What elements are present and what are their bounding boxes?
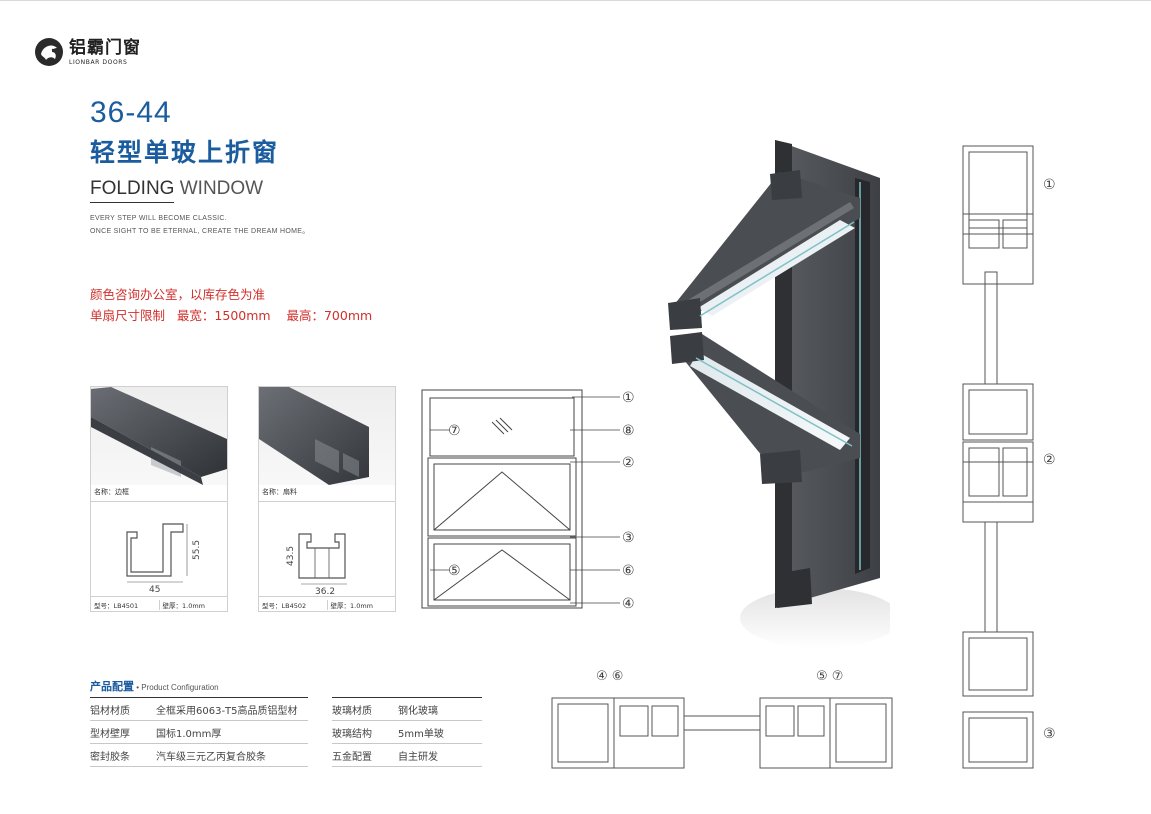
marker-5: ⑤ — [448, 563, 461, 579]
bottom-marker-right: ⑤ ⑦ — [816, 669, 843, 684]
bottom-marker-left: ④ ⑥ — [596, 669, 623, 684]
top-divider — [0, 0, 1151, 1]
config-key: 五金配置 — [332, 751, 372, 763]
profile-name: 名称：扇料 — [262, 488, 297, 496]
config-value: 钢化玻璃 — [398, 705, 438, 717]
config-value: 全框采用6063-T5高品质铝型材 — [156, 705, 298, 717]
product-name-en-bold: FOLDING — [90, 178, 175, 203]
profile-card-sash: 名称：扇料 36.2 43.5 型号：LB4502 壁厚：1.0mm — [258, 386, 396, 612]
config-row: 玻璃结构 5mm单玻 — [332, 721, 482, 744]
product-name-en-light: WINDOW — [174, 178, 264, 199]
product-name-cn: 轻型单玻上折窗 — [90, 138, 280, 167]
dim-width: 45 — [149, 585, 160, 595]
config-value: 自主研发 — [398, 751, 438, 763]
section-marker-1: ① — [1043, 177, 1056, 193]
color-note: 颜色咨询办公室，以库存色为准 — [90, 287, 266, 302]
model-number: 36-44 — [90, 96, 172, 129]
config-subtitle: • Product Configuration — [134, 683, 219, 692]
dim-height: 55.5 — [192, 540, 202, 560]
profile-thickness: 壁厚：1.0mm — [158, 600, 228, 610]
lion-logo-icon — [35, 38, 63, 66]
product-name-en: FOLDING WINDOW — [90, 178, 264, 203]
profile-photo — [259, 387, 395, 485]
brand-name-cn: 铝霸门窗 — [69, 37, 141, 58]
marker-8: ⑧ — [622, 423, 635, 439]
dim-width: 36.2 — [315, 587, 335, 596]
config-row: 型材壁厚 国标1.0mm厚 — [90, 721, 308, 744]
marker-2: ② — [622, 455, 635, 471]
config-key: 玻璃材质 — [332, 705, 372, 717]
brand-logo: 铝霸门窗 LIONBAR DOORS — [34, 37, 141, 67]
config-table-right: 玻璃材质 钢化玻璃 玻璃结构 5mm单玻 五金配置 自主研发 — [332, 697, 482, 767]
horizontal-section-drawing: ④ ⑥ ⑤ ⑦ — [551, 669, 893, 769]
config-title-cn: 产品配置 — [90, 680, 134, 693]
profile-name: 名称：边框 — [94, 488, 129, 496]
config-key: 玻璃结构 — [332, 728, 372, 740]
section-marker-3: ③ — [1043, 726, 1056, 742]
config-key: 密封胶条 — [90, 751, 130, 763]
marker-1: ① — [622, 390, 635, 406]
folding-window-render — [668, 140, 890, 648]
config-value: 国标1.0mm厚 — [156, 728, 222, 740]
config-key: 铝材材质 — [90, 705, 130, 717]
slogan: EVERY STEP WILL BECOME CLASSIC. ONCE SIG… — [90, 212, 310, 238]
marker-4: ④ — [622, 596, 635, 612]
profile-drawing: 45 55.5 — [91, 501, 227, 597]
config-title: 产品配置 • Product Configuration — [90, 678, 219, 694]
vertical-section-drawing: ① ② ③ — [962, 145, 1056, 769]
config-value: 汽车级三元乙丙复合胶条 — [156, 751, 266, 763]
profile-model: 型号：LB4502 — [262, 602, 307, 610]
marker-3: ③ — [622, 530, 635, 546]
config-value: 5mm单玻 — [398, 728, 444, 740]
marker-7: ⑦ — [448, 423, 461, 439]
config-key: 型材壁厚 — [90, 728, 130, 740]
config-table-left: 铝材材质 全框采用6063-T5高品质铝型材 型材壁厚 国标1.0mm厚 密封胶… — [90, 697, 308, 767]
config-row: 铝材材质 全框采用6063-T5高品质铝型材 — [90, 698, 308, 721]
config-row: 五金配置 自主研发 — [332, 744, 482, 767]
window-elevation-drawing: ① ⑦ ⑧ ② ③ ⑤ ⑥ ④ — [421, 389, 635, 612]
config-row: 玻璃材质 钢化玻璃 — [332, 698, 482, 721]
profile-model: 型号：LB4501 — [94, 602, 139, 610]
dim-height: 43.5 — [286, 546, 296, 566]
profile-thickness: 壁厚：1.0mm — [326, 600, 396, 610]
profile-card-frame: 名称：边框 45 55.5 型号：LB4501 壁厚：1.0mm — [90, 386, 228, 612]
brand-name-en: LIONBAR DOORS — [69, 58, 128, 66]
slogan-line-2: ONCE SIGHT TO BE ETERNAL, CREATE THE DRE… — [90, 228, 310, 235]
profile-drawing: 36.2 43.5 — [259, 501, 395, 597]
profile-photo — [91, 387, 227, 485]
size-limit-note: 单扇尺寸限制 最宽：1500mm 最高：700mm — [90, 308, 373, 323]
section-marker-2: ② — [1043, 452, 1056, 468]
config-row: 密封胶条 汽车级三元乙丙复合胶条 — [90, 744, 308, 767]
slogan-line-1: EVERY STEP WILL BECOME CLASSIC. — [90, 215, 228, 222]
marker-6: ⑥ — [622, 563, 635, 579]
